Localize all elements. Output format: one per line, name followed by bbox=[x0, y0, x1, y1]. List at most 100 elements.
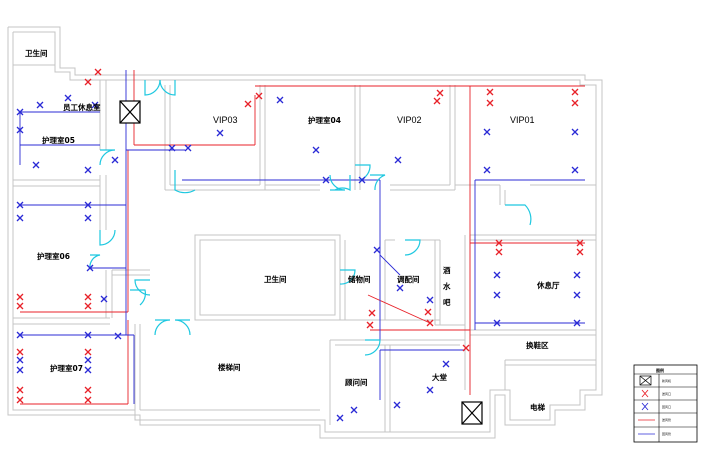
supply-diffuser-icon bbox=[424, 308, 432, 316]
return-diffuser-icon bbox=[16, 366, 24, 374]
supply-diffuser-icon bbox=[495, 248, 503, 256]
room-label-toilet: 卫生间 bbox=[25, 48, 48, 58]
supply-diffuser-icon bbox=[368, 309, 376, 317]
return-diffuser-icon bbox=[493, 291, 501, 299]
room-label-nurse-04: 护理室04 bbox=[308, 115, 341, 125]
room-label-bar-1: 酒 bbox=[443, 265, 451, 275]
room-label-shoe-area: 换鞋区 bbox=[526, 340, 549, 350]
return-diffuser-icon bbox=[36, 101, 44, 109]
doors bbox=[89, 79, 532, 356]
return-diffuser-icon bbox=[493, 271, 501, 279]
return-diffuser-icon bbox=[483, 166, 491, 174]
legend-item-return-diffuser: 回风口 bbox=[662, 405, 671, 409]
supply-diffuser-icon bbox=[436, 89, 444, 97]
room-label-lobby: 大堂 bbox=[432, 372, 447, 382]
return-diffuser-icon bbox=[86, 264, 94, 272]
walls bbox=[7, 26, 603, 439]
room-label-stairs: 楼梯间 bbox=[218, 362, 241, 372]
return-diffuser-icon bbox=[84, 166, 92, 174]
room-label-bar-2: 水 bbox=[443, 281, 451, 291]
return-diffuser-icon bbox=[442, 360, 450, 368]
return-diffuser-icon bbox=[350, 406, 358, 414]
return-diffuser-icon bbox=[396, 284, 404, 292]
supply-diffuser-icon bbox=[571, 88, 579, 96]
room-labels: 卫生间 员工休息室 护理室05 VIP03 护理室04 VIP02 VIP01 … bbox=[25, 48, 560, 412]
return-ducts bbox=[19, 70, 585, 404]
legend-item-supply-diffuser: 送风口 bbox=[662, 391, 671, 396]
return-diffuser-icon bbox=[312, 146, 320, 154]
supply-diffuser-icon bbox=[576, 248, 584, 256]
return-diffuser-icon bbox=[573, 291, 581, 299]
return-diffuser-icon bbox=[426, 386, 434, 394]
supply-diffuser-icon bbox=[16, 348, 24, 356]
supply-diffuser-icon bbox=[84, 348, 92, 356]
return-diffuser-icon bbox=[393, 401, 401, 409]
return-diffuser-icon bbox=[16, 201, 24, 209]
return-diffuser-icon bbox=[276, 96, 284, 104]
room-label-consult: 顾问间 bbox=[345, 377, 368, 387]
supply-diffusers bbox=[16, 68, 584, 404]
return-diffuser-icon bbox=[373, 246, 381, 254]
return-diffuser-icon bbox=[322, 176, 330, 184]
return-diffuser-icon bbox=[16, 108, 24, 116]
return-diffuser-icon bbox=[358, 176, 366, 184]
room-label-vip01: VIP01 bbox=[510, 115, 535, 125]
return-diffuser-icon bbox=[394, 156, 402, 164]
room-label-elevator: 电梯 bbox=[530, 402, 545, 412]
legend-title: 图例 bbox=[656, 367, 664, 373]
supply-diffuser-icon bbox=[84, 302, 92, 310]
supply-diffuser-icon bbox=[84, 386, 92, 394]
legend: 图例 新风机 送风口 回风口 送风管 回风管 bbox=[633, 364, 698, 443]
return-diffuser-icon bbox=[168, 144, 176, 152]
supply-diffuser-icon bbox=[255, 92, 263, 100]
supply-diffuser-icon bbox=[571, 99, 579, 107]
supply-diffuser-icon bbox=[16, 396, 24, 404]
room-label-toilet-center: 卫生间 bbox=[264, 274, 287, 284]
supply-ducts bbox=[20, 70, 585, 405]
room-label-vip03: VIP03 bbox=[213, 115, 238, 125]
supply-diffuser-icon bbox=[16, 293, 24, 301]
supply-diffuser-icon bbox=[576, 239, 584, 247]
fresh-air-unit-icon bbox=[461, 401, 483, 425]
room-label-mixing: 调配间 bbox=[397, 274, 420, 284]
supply-diffuser-icon bbox=[486, 99, 494, 107]
room-label-rest-hall: 休息厅 bbox=[536, 280, 560, 290]
supply-diffuser-icon bbox=[84, 78, 92, 86]
return-diffuser-icon bbox=[573, 271, 581, 279]
legend-ahu-icon bbox=[639, 375, 652, 386]
return-diffuser-icon bbox=[100, 295, 108, 303]
supply-diffuser-icon bbox=[366, 321, 374, 329]
return-diffuser-icon bbox=[16, 356, 24, 364]
legend-supply-diffuser-icon bbox=[641, 389, 649, 398]
legend-item-ahu: 新风机 bbox=[662, 378, 671, 383]
return-diffuser-icon bbox=[571, 166, 579, 174]
return-diffuser-icon bbox=[114, 332, 122, 340]
return-diffuser-icon bbox=[32, 161, 40, 169]
supply-diffuser-icon bbox=[16, 386, 24, 394]
return-diffuser-icon bbox=[483, 128, 491, 136]
supply-diffuser-icon bbox=[462, 344, 470, 352]
return-diffuser-icon bbox=[84, 331, 92, 339]
return-diffuser-icon bbox=[64, 94, 72, 102]
return-diffuser-icon bbox=[216, 129, 224, 137]
room-label-storage: 储物间 bbox=[348, 274, 371, 284]
fresh-air-unit-icon bbox=[119, 100, 141, 124]
return-diffuser-icon bbox=[84, 214, 92, 222]
supply-diffuser-icon bbox=[486, 88, 494, 96]
supply-diffuser-icon bbox=[94, 68, 102, 76]
room-label-staff-lounge: 员工休息室 bbox=[63, 102, 101, 112]
return-diffuser-icon bbox=[111, 156, 119, 164]
legend-return-diffuser-icon bbox=[641, 402, 649, 411]
return-diffuser-icon bbox=[16, 126, 24, 134]
room-label-nurse-07: 护理室07 bbox=[50, 363, 83, 373]
return-diffuser-icon bbox=[16, 214, 24, 222]
supply-diffuser-icon bbox=[433, 97, 441, 105]
supply-diffuser-icon bbox=[84, 293, 92, 301]
return-diffuser-icon bbox=[91, 101, 99, 109]
return-diffuser-icon bbox=[426, 296, 434, 304]
fresh-air-units bbox=[119, 100, 483, 425]
supply-diffuser-icon bbox=[495, 239, 503, 247]
return-diffuser-icon bbox=[571, 128, 579, 136]
return-diffuser-icon bbox=[493, 319, 501, 327]
